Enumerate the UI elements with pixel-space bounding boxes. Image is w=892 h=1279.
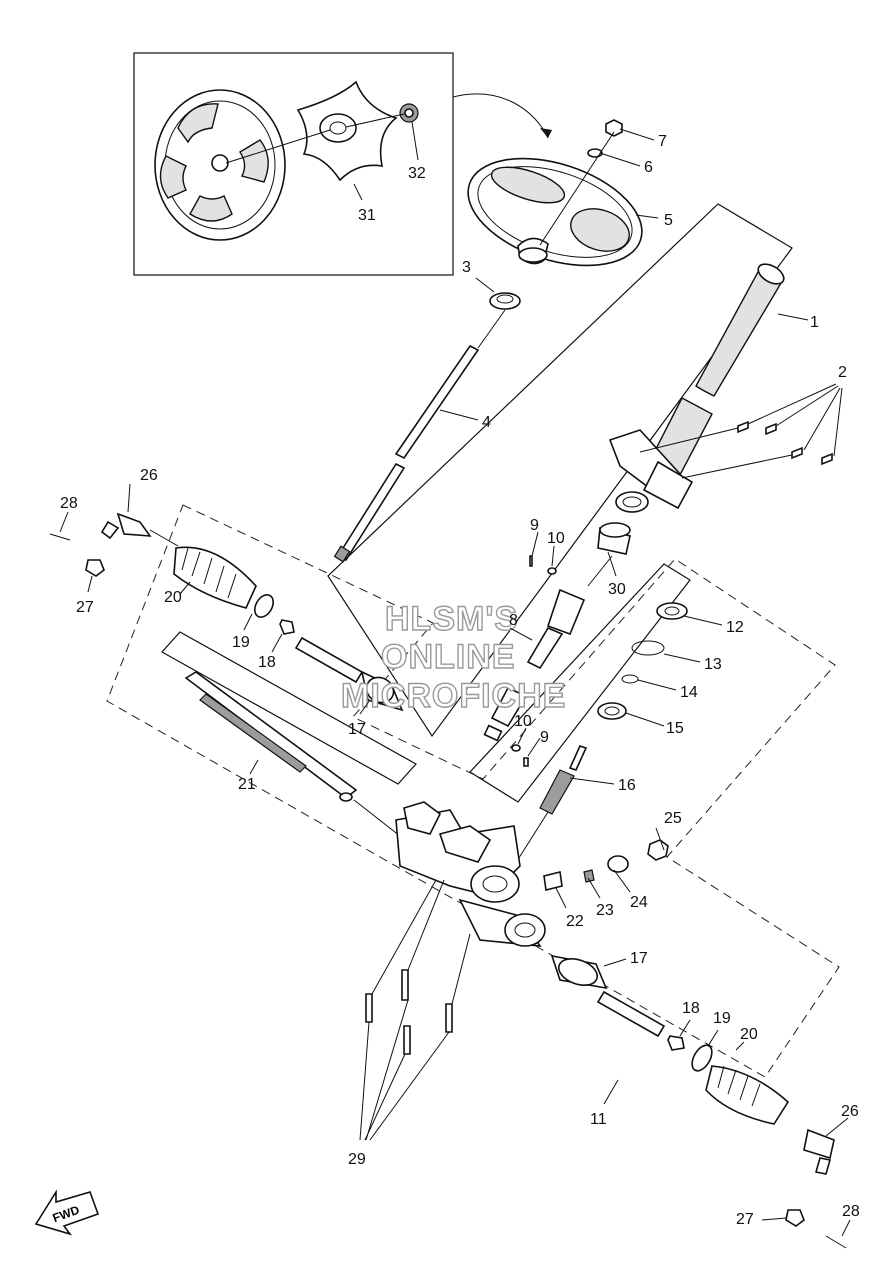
castle-nut-27-left: [85, 559, 105, 577]
fwd-arrow: FWD: [34, 1189, 100, 1236]
tie-rod-end-26-right: [803, 1128, 835, 1175]
callout-32: 32: [408, 165, 426, 182]
watermark-line-1: HLSM'S: [385, 600, 518, 638]
callout-10-upper: 10: [547, 530, 565, 547]
rack-outline-box: [161, 631, 417, 785]
collar-3: [489, 292, 521, 310]
nut-7: [605, 119, 623, 137]
pinion-16: [539, 745, 588, 815]
callout-18-left: 18: [258, 654, 276, 671]
callout-15: 15: [666, 720, 684, 737]
watermark-line-3: MICROFICHE: [341, 677, 566, 715]
callout-labels: 1 2 3 4 5 6 7 8 9 9 10 10 11 12 13 14 15…: [60, 133, 860, 1228]
tie-rod-end-26-left: [100, 512, 179, 547]
gear-assembly-dashed-outline: [106, 504, 840, 1078]
callout-1: 1: [810, 314, 819, 331]
gear-housing: [395, 801, 546, 947]
nut-18-right: [667, 1035, 685, 1051]
callout-27-right: 27: [736, 1211, 754, 1228]
callout-4: 4: [482, 414, 491, 431]
callout-19-right: 19: [713, 1010, 731, 1027]
callout-3: 3: [462, 259, 471, 276]
washer-10-lower: [511, 744, 521, 752]
o-ring-14: [621, 674, 639, 684]
cotter-pin-28-right: [825, 1235, 847, 1249]
callout-11: 11: [590, 1111, 607, 1128]
callout-16: 16: [618, 777, 636, 794]
boot-20-right: [705, 1065, 790, 1125]
callout-20-right: 20: [740, 1026, 758, 1043]
callout-leaders: [59, 128, 851, 1237]
clamp-19-right: [691, 1044, 713, 1072]
callout-12: 12: [726, 619, 744, 636]
mounting-bolts-29: [359, 879, 471, 1141]
column-outline-box: [327, 203, 793, 738]
callout-2: 2: [838, 364, 847, 381]
bolt-9-lower: [523, 757, 529, 767]
watermark-line-2: ONLINE: [381, 638, 515, 676]
callout-30: 30: [608, 581, 626, 598]
castle-nut-27-right: [785, 1209, 805, 1227]
spring-23: [583, 869, 595, 883]
callout-9-lower: 9: [540, 729, 549, 746]
watermark: HLSM'S ONLINE MICROFICHE: [340, 599, 566, 715]
bracket-bolts-2: [639, 383, 843, 479]
callout-24: 24: [630, 894, 648, 911]
rack-21: [184, 671, 358, 802]
callout-20-left: 20: [164, 589, 182, 606]
callout-5: 5: [664, 212, 673, 229]
callout-19-left: 19: [232, 634, 250, 651]
adjuster-24: [607, 855, 629, 873]
cotter-pin-28-left: [49, 533, 71, 541]
callout-21: 21: [238, 776, 256, 793]
circlip-13: [631, 640, 665, 656]
callout-9-upper: 9: [530, 517, 539, 534]
callout-17-left: 17: [348, 721, 366, 738]
callout-18-right: 18: [682, 1000, 700, 1017]
boot-20-left: [173, 546, 257, 609]
emblem-32: [399, 103, 419, 123]
callout-23: 23: [596, 902, 614, 919]
center-cap-31: [296, 80, 398, 182]
callout-27-left: 27: [76, 599, 94, 616]
callout-7: 7: [658, 133, 667, 150]
pinion-outline-box: [469, 563, 691, 803]
seal-12: [656, 602, 688, 620]
callout-29: 29: [348, 1151, 366, 1168]
lock-nut-25: [647, 839, 669, 861]
clamp-19-left: [254, 594, 274, 618]
callout-10-lower: 10: [514, 713, 532, 730]
callout-25: 25: [664, 810, 682, 827]
bushing-30: [597, 522, 631, 555]
bolt-9-upper: [529, 555, 533, 567]
callout-26-left: 26: [140, 467, 158, 484]
callout-31: 31: [358, 207, 376, 224]
callout-6: 6: [644, 159, 653, 176]
tie-rod-17-right: [550, 954, 666, 1038]
callout-22: 22: [566, 913, 584, 930]
callout-8: 8: [509, 612, 518, 629]
washer-10-upper: [547, 567, 557, 575]
callout-17-right: 17: [630, 950, 648, 967]
bearing-15: [597, 702, 627, 720]
inset-steering-wheel: [154, 89, 286, 241]
universal-joint-8: [483, 588, 586, 742]
inset-detail-box: [133, 52, 552, 276]
callout-28-right: 28: [842, 1203, 860, 1220]
callout-28-left: 28: [60, 495, 78, 512]
steering-column-1: [608, 263, 785, 513]
steering-wheel-5: [467, 157, 643, 267]
tie-rod-17-left: [294, 636, 404, 712]
callout-13: 13: [704, 656, 722, 673]
nut-18-left: [279, 619, 295, 635]
steering-shaft-4: [333, 344, 480, 563]
callout-14: 14: [680, 684, 698, 701]
callout-26-right: 26: [841, 1103, 859, 1120]
guide-22: [543, 871, 563, 891]
